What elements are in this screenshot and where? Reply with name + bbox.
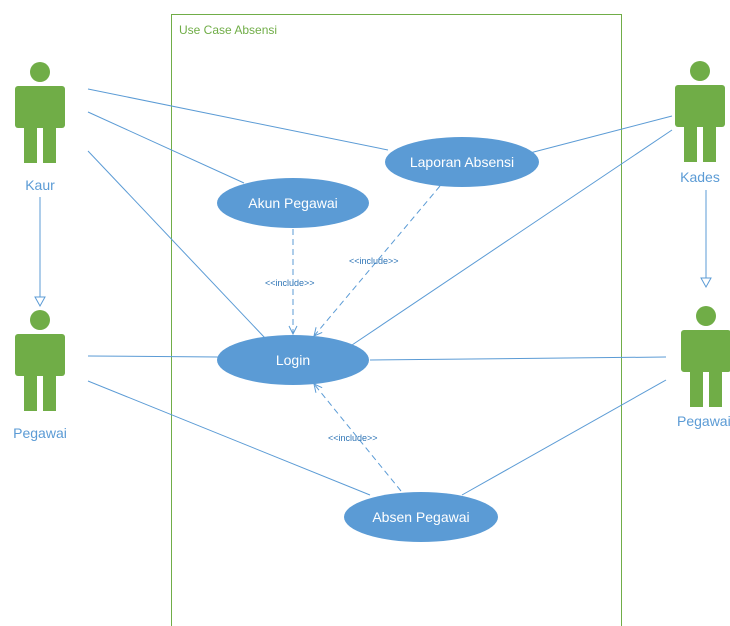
include-relations [293,185,441,492]
assoc-pegawai-left-absen [87,380,371,496]
include-label-absen: <<include>> [328,433,378,443]
assoc-kaur-akun [87,111,245,184]
actor-pegawai-left-label: Pegawai [13,425,67,441]
actor-kaur-label: Kaur [25,177,55,193]
use-case-laporan-label: Laporan Absensi [410,154,514,170]
use-case-absen-pegawai[interactable]: Absen Pegawai [344,492,498,542]
use-case-login-label: Login [276,352,310,368]
actor-kades-label: Kades [680,169,720,185]
use-case-login[interactable]: Login [217,335,369,385]
include-laporan-login [314,185,441,336]
generalization-arrows [34,190,712,308]
include-label-akun: <<include>> [265,278,315,288]
assoc-kades-laporan [525,115,673,155]
actor-kades-icon [675,61,725,162]
actor-kaur-icon [15,62,65,163]
actor-pegawai-left-icon [15,310,65,411]
use-case-akun-pegawai[interactable]: Akun Pegawai [217,178,369,228]
assoc-kaur-login [87,150,266,339]
actor-pegawai-right-icon [681,306,730,407]
assoc-pegawai-right-login [369,356,667,361]
assoc-pegawai-right-absen [461,379,667,496]
association-lines [87,88,673,496]
assoc-kaur-laporan [87,88,389,151]
include-label-laporan: <<include>> [349,256,399,266]
assoc-kades-login [351,129,673,346]
use-case-absen-label: Absen Pegawai [372,509,469,525]
use-case-laporan-absensi[interactable]: Laporan Absensi [385,137,539,187]
actor-pegawai-right-label: Pegawai [677,413,730,429]
assoc-pegawai-left-login [87,355,219,358]
system-boundary [171,14,622,626]
include-absen-login [314,384,402,492]
system-title: Use Case Absensi [179,23,277,37]
use-case-akun-label: Akun Pegawai [248,195,338,211]
